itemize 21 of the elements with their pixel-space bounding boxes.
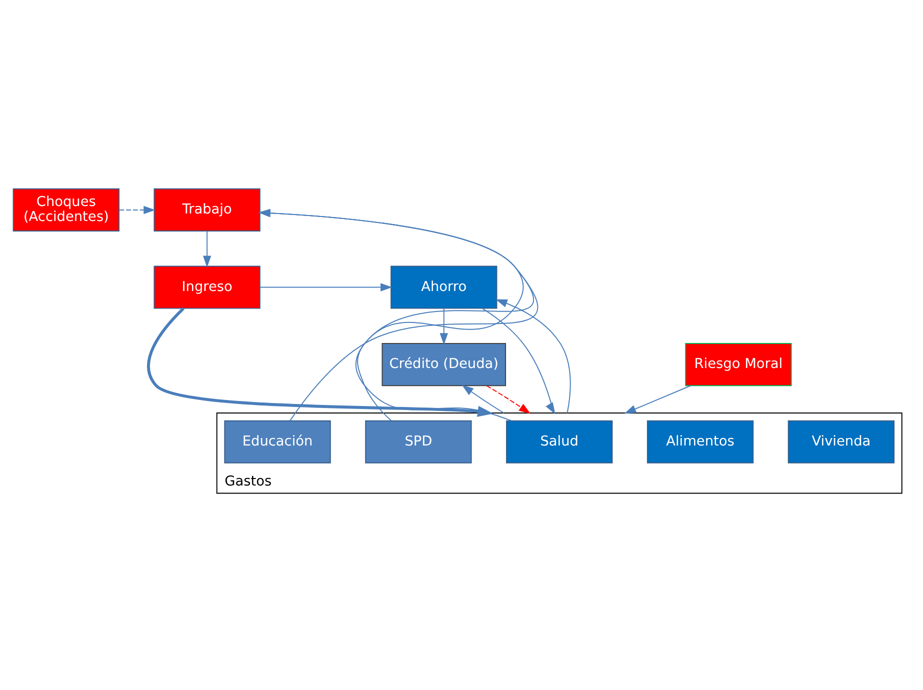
node-box: Vivienda xyxy=(788,420,895,464)
arrow xyxy=(624,385,691,414)
node-box: Crédito (Deuda) xyxy=(382,343,506,386)
arrow xyxy=(440,308,448,345)
node-box: Educación xyxy=(224,420,331,464)
arrow xyxy=(486,385,531,414)
node-box: Salud xyxy=(506,420,613,464)
arrow xyxy=(496,299,571,414)
node-box: Riesgo Moral xyxy=(685,343,792,386)
arrow xyxy=(260,283,392,292)
arrow xyxy=(482,308,556,414)
node-box: Ingreso xyxy=(154,266,260,309)
node-box: Ahorro xyxy=(390,266,498,309)
arrow xyxy=(202,230,212,268)
node-box: SPD xyxy=(365,420,472,464)
node-box: Alimentos xyxy=(646,420,754,464)
arrow xyxy=(147,307,494,417)
arrow xyxy=(462,384,504,414)
node-box: Trabajo xyxy=(154,188,260,232)
node-box: Choques (Accidentes) xyxy=(12,188,120,232)
arrow xyxy=(118,206,156,214)
